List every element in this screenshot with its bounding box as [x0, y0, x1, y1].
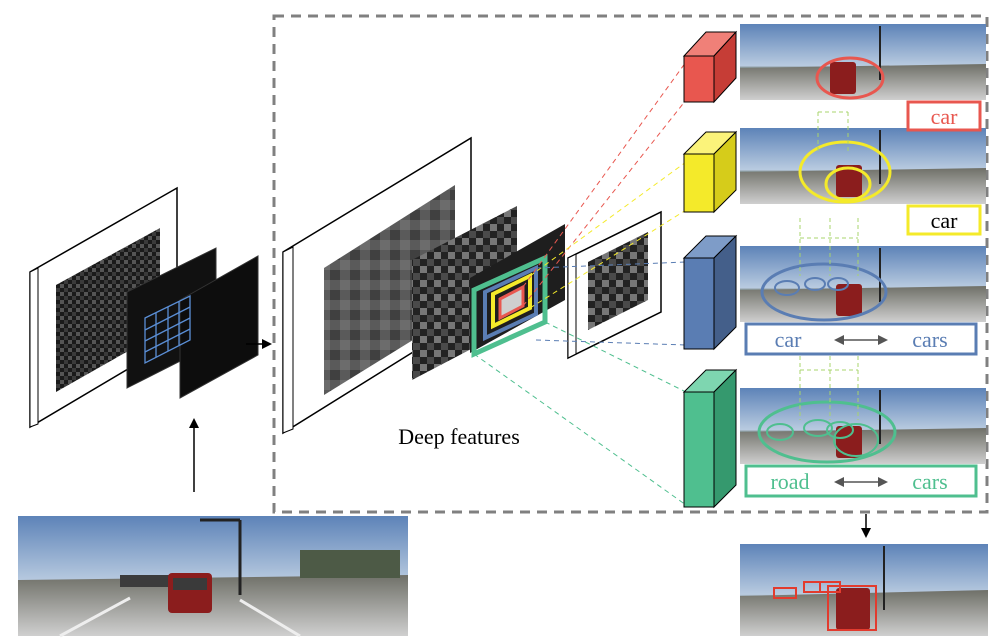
label-green-right: cars	[912, 469, 947, 494]
label-red-left: car	[931, 104, 959, 129]
label-blue-right: cars	[912, 327, 947, 352]
deep-features-caption: Deep features	[398, 424, 520, 449]
output-image	[740, 544, 988, 636]
scene-blue	[740, 246, 986, 322]
scene-yellow	[740, 128, 986, 204]
input-image	[18, 516, 408, 638]
scene-red	[740, 24, 986, 100]
context-dashes	[799, 111, 859, 420]
label-box-yellow	[906, 204, 982, 236]
label-yellow-left: car	[931, 208, 959, 233]
detection-boxes	[773, 581, 877, 631]
small-feature-map	[567, 210, 662, 360]
input-feature-stack	[29, 186, 259, 429]
scale-block-red	[682, 30, 738, 104]
deep-feature-stack	[282, 136, 565, 435]
blue-window	[483, 264, 538, 342]
connector-lines	[473, 61, 687, 506]
dashed-region	[272, 14, 989, 514]
scene-green	[740, 388, 986, 464]
scale-block-blue	[682, 234, 738, 351]
scale-block-yellow	[682, 130, 738, 214]
label-box-red	[906, 100, 982, 132]
grid-overlay	[144, 294, 191, 365]
label-blue-left: car	[775, 327, 803, 352]
scale-block-green	[682, 368, 738, 509]
label-green-left: road	[770, 469, 809, 494]
